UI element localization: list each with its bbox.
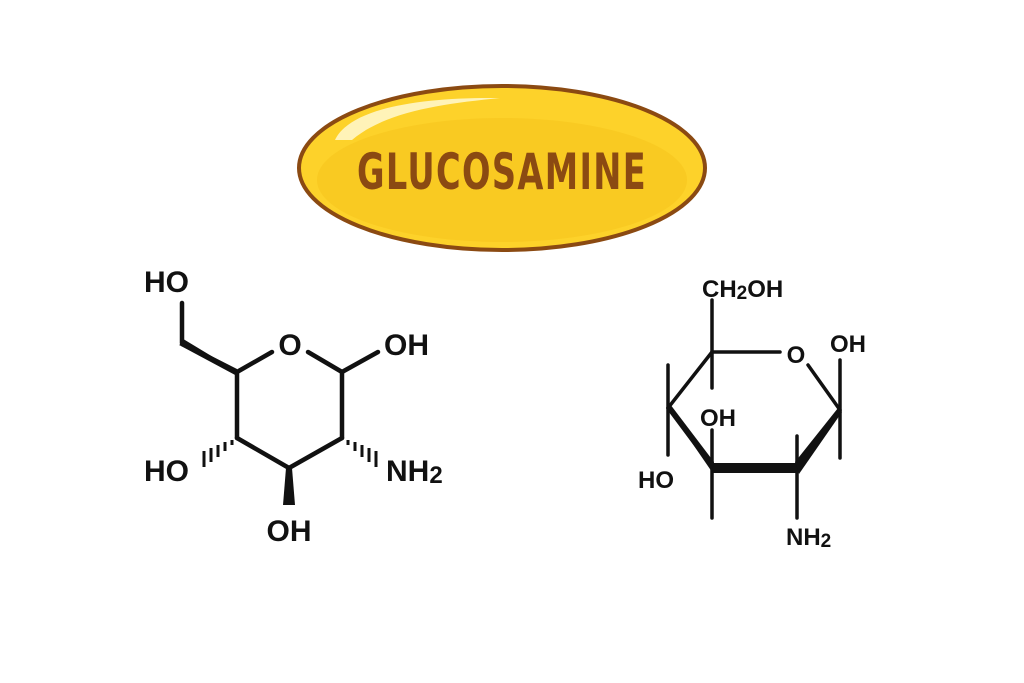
- chair-nh: NH: [786, 524, 821, 551]
- chair-oh-right: OH: [830, 331, 866, 358]
- capsule-inner-shade: [317, 118, 687, 242]
- haworth-nh2-subscript: 2: [429, 462, 442, 489]
- chair-ring-oxygen: O: [787, 342, 806, 369]
- haworth-wedge-ch2-fill: [181, 341, 237, 376]
- chair-nh2-label: NH2: [786, 524, 831, 552]
- haworth-hash-ho: [202, 440, 234, 467]
- haworth-nh: NH: [386, 455, 429, 488]
- haworth-hash-nh2: [346, 440, 378, 467]
- chair-ch: CH: [702, 276, 737, 303]
- chair-nh2-subscript: 2: [821, 531, 832, 552]
- capsule-title-text: GLUCOSAMINE: [357, 143, 647, 201]
- chair-ch2oh-oh: OH: [747, 276, 783, 303]
- haworth-ho-ch2: HO: [144, 266, 189, 299]
- chair-ho-left: HO: [638, 467, 674, 494]
- haworth-structure: [179, 300, 381, 471]
- haworth-oh-bottom: OH: [267, 515, 312, 548]
- haworth-nh2-label: NH2: [386, 455, 443, 489]
- haworth-ring-oxygen: O: [278, 329, 301, 362]
- chair-ch2oh-label: CH2OH: [702, 276, 783, 304]
- haworth-ho-left: HO: [144, 455, 189, 488]
- chair-structure: [666, 298, 842, 520]
- haworth-oh-c1: OH: [384, 329, 429, 362]
- chair-ch2-subscript: 2: [737, 283, 748, 304]
- capsule-title: GLUCOSAMINE: [297, 84, 707, 252]
- haworth-wedge-oh: [283, 468, 295, 505]
- chair-oh-mid: OH: [700, 405, 736, 432]
- chair-front-bonds: [668, 404, 842, 474]
- capsule-highlight: [335, 97, 500, 140]
